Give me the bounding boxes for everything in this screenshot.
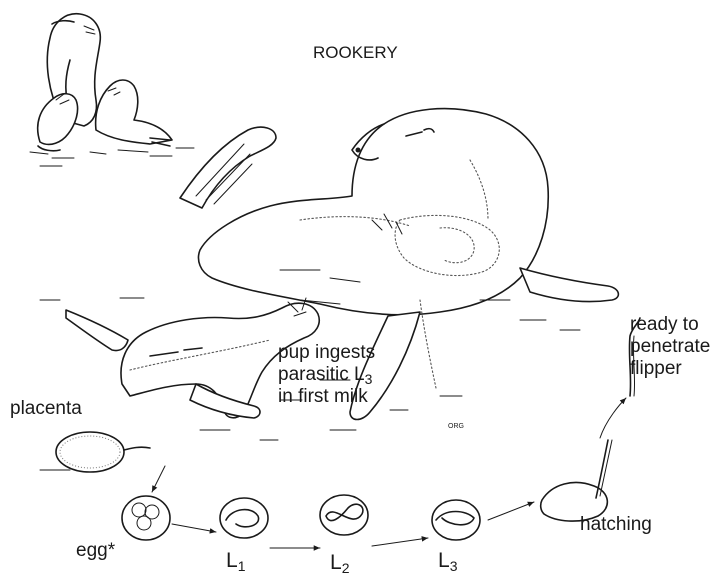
stage-l2-base: L — [330, 551, 342, 574]
parasitic-subscript: 3 — [365, 371, 373, 387]
stage-l1-sub: 1 — [238, 558, 246, 574]
egg-label: egg* — [76, 540, 115, 561]
hatching-sketch — [541, 440, 612, 521]
arrow-to-egg — [152, 466, 165, 492]
stage-l3-base: L — [438, 549, 450, 572]
stage-l2-label: L2 — [330, 552, 349, 579]
hatching-label: hatching — [580, 514, 652, 535]
parasitic-text: parasitic L — [278, 364, 365, 385]
ready-line1: ready to — [630, 314, 699, 335]
stage-l3-sub: 3 — [450, 558, 458, 574]
arrow-l3-to-hatching — [488, 502, 534, 520]
ready-line3: flipper — [630, 358, 682, 379]
arrow-l2-to-l3 — [372, 538, 428, 546]
stage-l1-label: L1 — [226, 550, 245, 577]
placenta-label: placenta — [10, 398, 82, 419]
pup-ingests-line3: in first milk — [278, 386, 368, 407]
larva-l1-sketch — [220, 498, 268, 538]
rookery-title: ROOKERY — [313, 42, 398, 63]
artist-mark: ORG — [448, 423, 464, 430]
placenta-sketch — [56, 432, 150, 472]
egg-sketch — [122, 496, 170, 540]
pup-ingests-line1: pup ingests — [278, 342, 375, 363]
stage-l2-sub: 2 — [342, 560, 350, 576]
rookery-seals-sketch — [30, 14, 194, 166]
larva-l2-sketch — [320, 495, 368, 535]
stage-l3-label: L3 — [438, 550, 457, 577]
ready-line2: penetrate — [630, 336, 710, 357]
larva-l3-sketch — [432, 500, 480, 540]
arrow-egg-to-l1 — [172, 524, 216, 532]
arrow-hatching-to-ready — [600, 398, 626, 438]
stage-l1-base: L — [226, 549, 238, 572]
